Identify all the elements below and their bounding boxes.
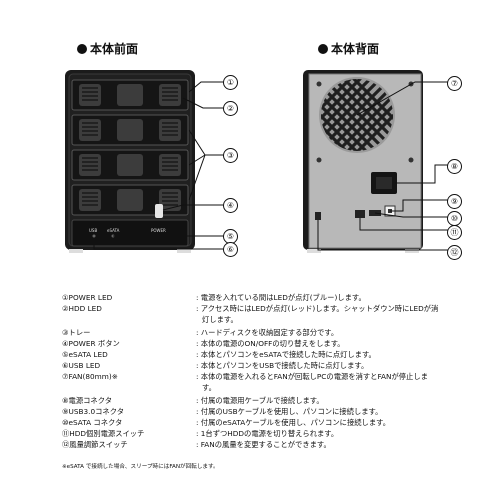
callout-9: ⑨ xyxy=(447,194,462,209)
desc-label: ⑫風量調節スイッチ xyxy=(62,440,128,449)
fan-grill xyxy=(319,77,395,153)
desc-label: ⑧電源コネクタ xyxy=(62,396,113,405)
footnote: ※eSATA で接続した場合、スリープ時にはFANが回転します。 xyxy=(62,464,219,470)
desc-text: : 本体とパソコンをUSBで接続した時に点灯します。 xyxy=(196,361,369,370)
callout-10: ⑩ xyxy=(447,211,462,226)
desc-text: : 本体の電源を入れるとFANが回転しPCの電源を消すとFANが停止しま xyxy=(196,372,428,381)
callout-4: ④ xyxy=(223,198,238,213)
desc-label: ②HDD LED xyxy=(62,304,102,313)
callout-8: ⑧ xyxy=(447,159,462,174)
desc-label: ⑨USB3.0コネクタ xyxy=(62,407,125,416)
desc-label: ③トレー xyxy=(62,328,91,337)
callout-1: ① xyxy=(223,75,238,90)
desc-label: ⑪HDD個別電源スイッチ xyxy=(62,429,145,438)
usb-led-label: USB xyxy=(89,228,97,233)
desc-label: ①POWER LED xyxy=(62,293,113,302)
hdd-power-switch[interactable] xyxy=(355,210,365,218)
power-label: POWER xyxy=(151,228,166,233)
bullet-icon xyxy=(77,44,87,54)
power-button[interactable] xyxy=(155,204,163,218)
desc-text: : 付属のUSBケーブルを使用し、パソコンに接続します。 xyxy=(196,407,383,416)
front-leader-lines xyxy=(93,81,223,250)
desc-text: す。 xyxy=(202,383,216,392)
back-view-diagram xyxy=(303,70,450,253)
desc-text: : 本体とパソコンをeSATAで接続した時に点灯します。 xyxy=(196,350,376,359)
callout-12: ⑫ xyxy=(447,245,462,260)
desc-text: : 電源を入れている間はLEDが点灯(ブルー)します。 xyxy=(196,293,366,302)
desc-text: : アクセス時にはLEDが点灯(レッド)します。シャットダウン時にLEDが消 xyxy=(196,304,439,313)
back-leader-lines xyxy=(317,81,450,251)
front-view-title-text: 本体前面 xyxy=(90,42,139,56)
desc-text: : ハードディスクを収納固定する部分です。 xyxy=(196,328,339,337)
desc-text: : 付属のeSATAケーブルを使用し、パソコンに接続します。 xyxy=(196,418,390,427)
bottom-panel xyxy=(71,219,189,247)
desc-label: ⑤eSATA LED xyxy=(62,350,108,359)
front-view-title: 本体前面 xyxy=(77,40,138,57)
callout-11: ⑪ xyxy=(447,225,462,240)
fan-speed-switch[interactable] xyxy=(315,212,321,220)
desc-label: ⑦FAN(80mm)※ xyxy=(62,372,118,381)
desc-label: ⑩eSATA コネクタ xyxy=(62,418,123,427)
callout-6: ⑥ xyxy=(223,242,238,257)
desc-text: : FANの風量を変更することができます。 xyxy=(196,440,331,449)
esata-led-label: eSATA xyxy=(107,228,120,233)
front-view-diagram: USB eSATA POWER xyxy=(65,70,223,253)
usb-led xyxy=(92,234,96,238)
bullet-icon xyxy=(318,44,328,54)
description-list: ①POWER LED : 電源を入れている間はLEDが点灯(ブルー)します。 ②… xyxy=(62,292,492,462)
back-view-title: 本体背面 xyxy=(318,40,379,57)
desc-text: 灯します。 xyxy=(202,315,238,324)
desc-text: : 本体の電源のON/OFFの切り替えをします。 xyxy=(196,339,345,348)
desc-text: : 付属の電源用ケーブルで接続します。 xyxy=(196,396,324,405)
desc-label: ④POWER ボタン xyxy=(62,339,120,348)
callout-3: ③ xyxy=(223,148,238,163)
desc-label: ⑥USB LED xyxy=(62,361,101,370)
desc-text: : 1台ずつHDDの電源を切り替えられます。 xyxy=(196,429,339,438)
callout-2: ② xyxy=(223,101,238,116)
callout-7: ⑦ xyxy=(447,76,462,91)
back-view-title-text: 本体背面 xyxy=(331,42,380,56)
drive-trays xyxy=(71,79,189,216)
